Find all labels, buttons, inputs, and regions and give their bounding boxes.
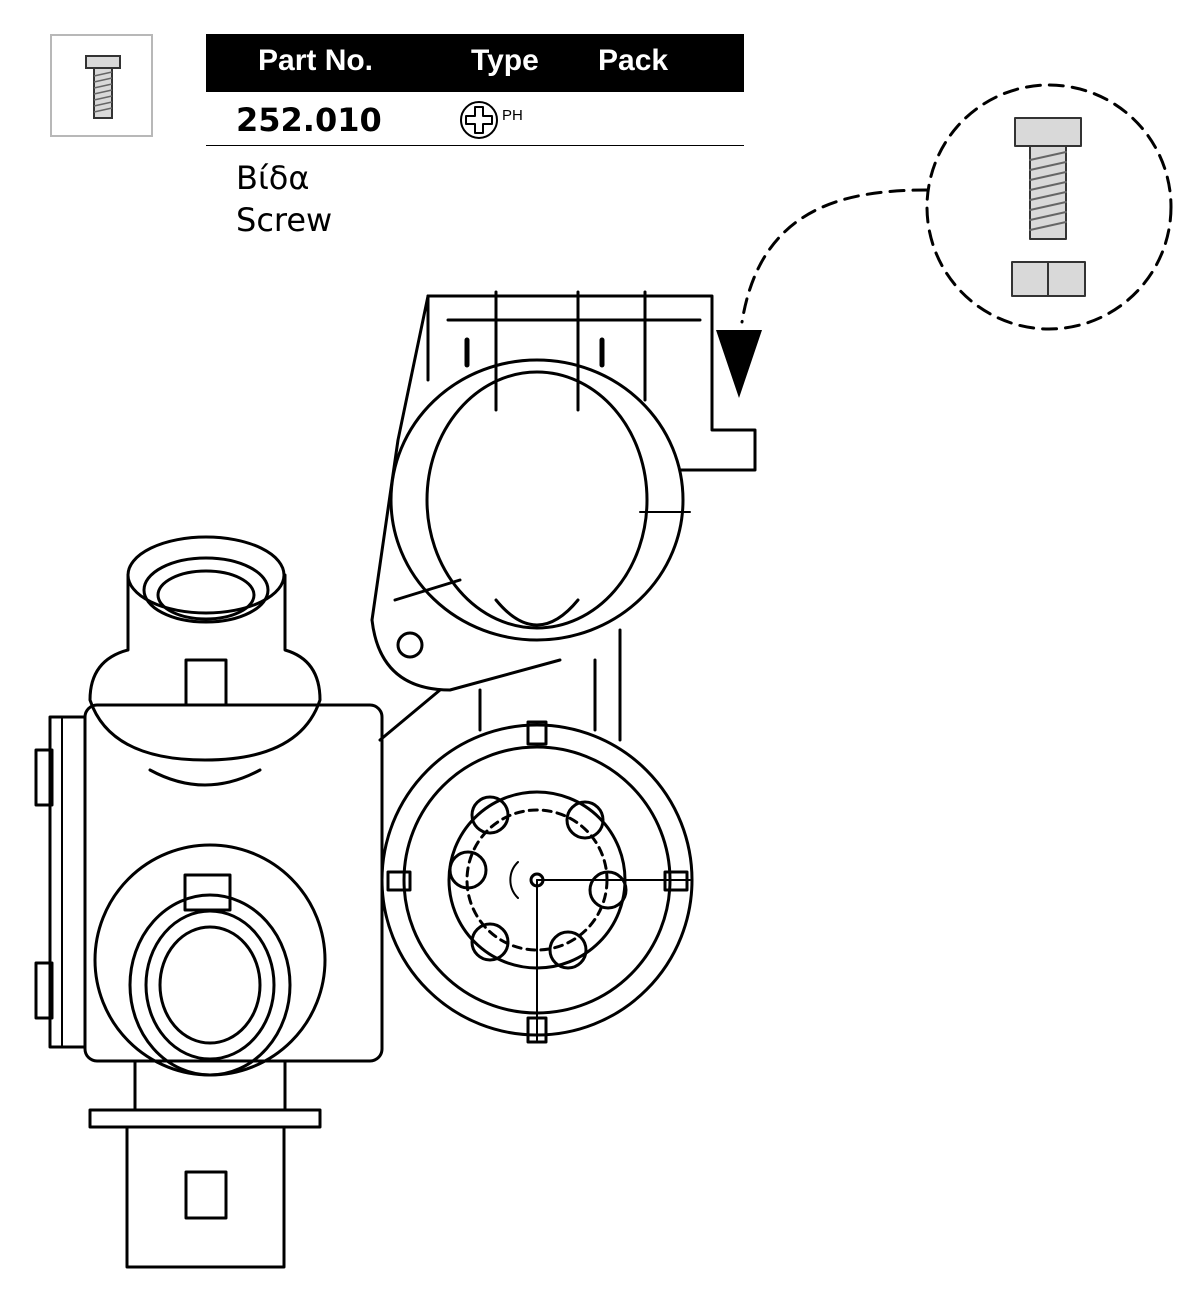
valve-body — [34, 703, 384, 1063]
type-header: Type — [471, 44, 539, 77]
row-divider — [206, 145, 744, 146]
screw-thumbnail — [50, 34, 153, 137]
filter-housing — [380, 720, 694, 1044]
description-greek: Βίδα — [236, 159, 310, 197]
pipe-clamp-bracket — [370, 290, 757, 692]
part-number: 252.010 — [236, 101, 382, 139]
top-socket — [88, 535, 322, 787]
screw-icon — [85, 55, 121, 119]
phillips-head-icon — [460, 101, 498, 139]
type-code: PH — [502, 107, 523, 124]
pack-header: Pack — [598, 44, 669, 77]
front-socket — [93, 843, 327, 1077]
part-no-header: Part No. — [258, 44, 374, 77]
description-english: Screw — [236, 201, 333, 239]
bracket-neck — [378, 628, 622, 742]
detail-callout — [716, 83, 1173, 398]
screw-and-nut-icon — [1011, 117, 1086, 297]
table-header: Part No. Type Pack — [206, 34, 744, 92]
bottom-connector — [88, 1059, 322, 1269]
